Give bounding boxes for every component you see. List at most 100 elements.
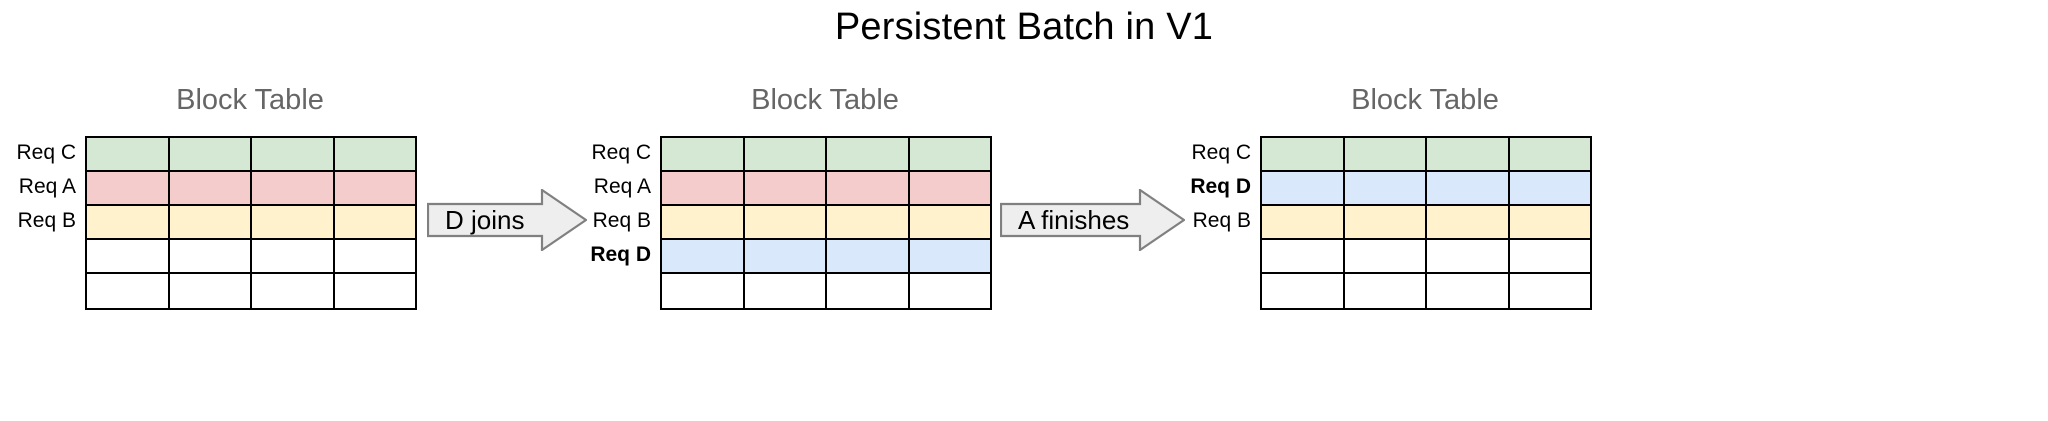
block-cell[interactable] [744,274,827,308]
block-cell[interactable] [334,138,415,170]
block-cell[interactable] [1427,138,1510,170]
table-row[interactable] [1262,274,1590,308]
block-cell[interactable] [744,138,827,170]
block-cell[interactable] [1262,206,1345,238]
block-cell[interactable] [252,206,335,238]
block-cell[interactable] [1427,240,1510,272]
table-row[interactable] [662,240,990,274]
stage-1-row-labels: Req C Req A Req B [0,136,76,306]
block-cell[interactable] [827,138,910,170]
block-cell[interactable] [827,274,910,308]
table-row[interactable] [87,172,415,206]
block-cell[interactable] [252,172,335,204]
block-cell[interactable] [1344,240,1427,272]
block-cell[interactable] [662,240,745,272]
page-title: Persistent Batch in V1 [834,6,1214,48]
flow-arrow-a-finishes[interactable]: A finishes [1000,189,1185,251]
row-label: Req B [592,209,651,232]
table-row[interactable] [87,206,415,240]
table-row[interactable] [1262,138,1590,172]
block-cell[interactable] [252,240,335,272]
block-cell[interactable] [662,172,745,204]
block-cell[interactable] [1262,138,1345,170]
block-cell[interactable] [334,274,415,308]
block-cell[interactable] [1262,274,1345,308]
block-cell[interactable] [169,172,252,204]
block-cell[interactable] [1509,172,1590,204]
stage-3-row-labels: Req C Req D Req B [1175,136,1251,306]
table-row[interactable] [662,138,990,172]
row-label: Req D [1190,175,1251,198]
block-cell[interactable] [827,172,910,204]
block-cell[interactable] [87,240,170,272]
block-cell[interactable] [744,240,827,272]
table-row[interactable] [87,138,415,172]
row-label: Req A [593,175,651,198]
block-cell[interactable] [252,138,335,170]
stage-1-caption: Block Table [176,84,324,116]
stage-2-caption: Block Table [751,84,899,116]
block-cell[interactable] [1427,172,1510,204]
block-cell[interactable] [87,274,170,308]
block-cell[interactable] [827,206,910,238]
block-cell[interactable] [252,274,335,308]
block-cell[interactable] [662,206,745,238]
block-cell[interactable] [909,206,990,238]
block-cell[interactable] [662,138,745,170]
table-row[interactable] [87,274,415,308]
block-cell[interactable] [87,138,170,170]
row-label: Req C [1191,141,1251,164]
stage-3: Block Table Req C Req D Req B [1175,0,1605,421]
table-row[interactable] [662,274,990,308]
block-cell[interactable] [1262,172,1345,204]
row-label: Req D [590,243,651,266]
block-cell[interactable] [1344,138,1427,170]
block-cell[interactable] [662,274,745,308]
block-cell[interactable] [827,240,910,272]
row-label: Req C [591,141,651,164]
block-cell[interactable] [334,206,415,238]
stage-2-row-labels: Req C Req A Req B Req D [575,136,651,306]
block-cell[interactable] [1262,240,1345,272]
table-row[interactable] [1262,240,1590,274]
block-cell[interactable] [169,274,252,308]
stage-3-caption: Block Table [1351,84,1499,116]
table-row[interactable] [662,206,990,240]
block-cell[interactable] [909,240,990,272]
block-cell[interactable] [169,240,252,272]
block-cell[interactable] [744,172,827,204]
block-cell[interactable] [87,172,170,204]
block-cell[interactable] [169,206,252,238]
block-cell[interactable] [334,172,415,204]
block-cell[interactable] [1509,138,1590,170]
row-label: Req A [18,175,76,198]
table-row[interactable] [87,240,415,274]
block-cell[interactable] [1509,206,1590,238]
flow-arrow-d-joins[interactable]: D joins [427,189,587,251]
block-cell[interactable] [1509,274,1590,308]
arrow-shape-icon [1000,189,1185,251]
table-row[interactable] [1262,206,1590,240]
block-cell[interactable] [1344,172,1427,204]
stage-1: Block Table Req C Req A Req B [0,0,430,421]
block-cell[interactable] [87,206,170,238]
row-label: Req C [16,141,76,164]
block-cell[interactable] [909,138,990,170]
table-row[interactable] [662,172,990,206]
block-cell[interactable] [909,274,990,308]
block-cell[interactable] [1344,274,1427,308]
block-cell[interactable] [1344,206,1427,238]
block-cell[interactable] [169,138,252,170]
arrow-shape-icon [427,189,587,251]
block-table-grid-1 [85,136,417,310]
block-cell[interactable] [1427,206,1510,238]
block-cell[interactable] [1509,240,1590,272]
block-cell[interactable] [1427,274,1510,308]
row-label: Req B [1192,209,1251,232]
block-cell[interactable] [334,240,415,272]
block-cell[interactable] [744,206,827,238]
block-cell[interactable] [909,172,990,204]
block-table-grid-3 [1260,136,1592,310]
table-row[interactable] [1262,172,1590,206]
